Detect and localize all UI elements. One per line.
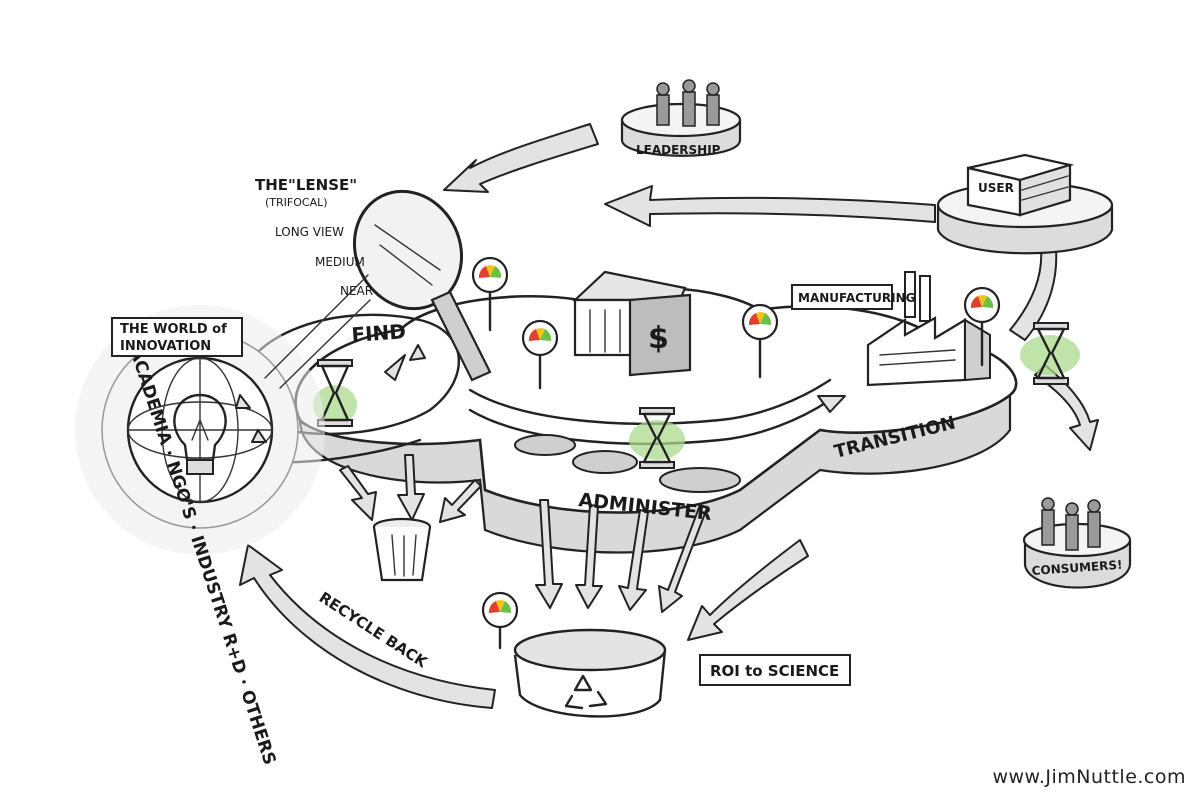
dollar-sign: $	[648, 321, 669, 356]
bank-building-icon: $	[572, 270, 692, 377]
leadership-label: LEADERSHIP	[636, 143, 721, 157]
gauge-icon	[481, 591, 519, 650]
lense-title: THE"LENSE"	[255, 176, 357, 194]
recycle-bin	[513, 628, 667, 718]
arrow-recycle-back	[239, 544, 496, 709]
near-label: NEAR	[340, 284, 373, 298]
leadership-platform: LEADERSHIP	[620, 79, 742, 157]
recycle-icon	[564, 674, 608, 710]
arrow-user-to-find	[604, 185, 936, 227]
world-label-line1: THE WORLD of	[120, 322, 227, 337]
manufacturing-label: MANUFACTURING	[791, 284, 915, 310]
innovation-globe	[75, 305, 325, 555]
hourglass-icon	[629, 407, 685, 469]
user-label: USER	[978, 181, 1014, 195]
find-label: FIND	[351, 319, 407, 347]
consumers-label: CONSUMERS!	[1031, 558, 1123, 578]
long-view-label: LONG VIEW	[275, 225, 344, 239]
gauge-icon	[471, 256, 509, 332]
factory-icon	[866, 271, 991, 387]
world-label-line2: INNOVATION	[120, 339, 211, 354]
gear-icon	[514, 434, 741, 493]
arrows-to-trash	[339, 454, 482, 523]
medium-label: MEDIUM	[315, 255, 365, 269]
lense-subtitle: (TRIFOCAL)	[265, 196, 328, 209]
hourglass-icon	[1020, 322, 1080, 385]
arrow-roi-to-science	[687, 539, 809, 641]
people-icon	[1041, 497, 1101, 551]
credit-watermark: www.JimNuttle.com	[992, 766, 1186, 788]
manufacturing-text: MANUFACTURING	[798, 291, 915, 305]
people-icon	[656, 79, 720, 127]
trash-can-icon	[372, 517, 432, 582]
lightbulb-icon	[173, 393, 227, 475]
administer-track	[468, 378, 846, 445]
user-platform: USER	[936, 153, 1114, 255]
gauge-icon	[741, 303, 779, 379]
world-of-innovation-label: THE WORLD of INNOVATION	[111, 317, 243, 357]
consumers-platform: CONSUMERS!	[1022, 497, 1132, 589]
arrow-leadership-to-find	[443, 123, 599, 193]
magnifying-glass-icon	[264, 189, 492, 389]
box-icon	[966, 153, 1075, 217]
roi-text: ROI to SCIENCE	[710, 662, 839, 680]
arrows-to-recycle	[535, 499, 708, 613]
gauge-icon	[521, 319, 559, 390]
roi-label: ROI to SCIENCE	[699, 654, 851, 686]
gauge-icon	[963, 286, 1001, 367]
